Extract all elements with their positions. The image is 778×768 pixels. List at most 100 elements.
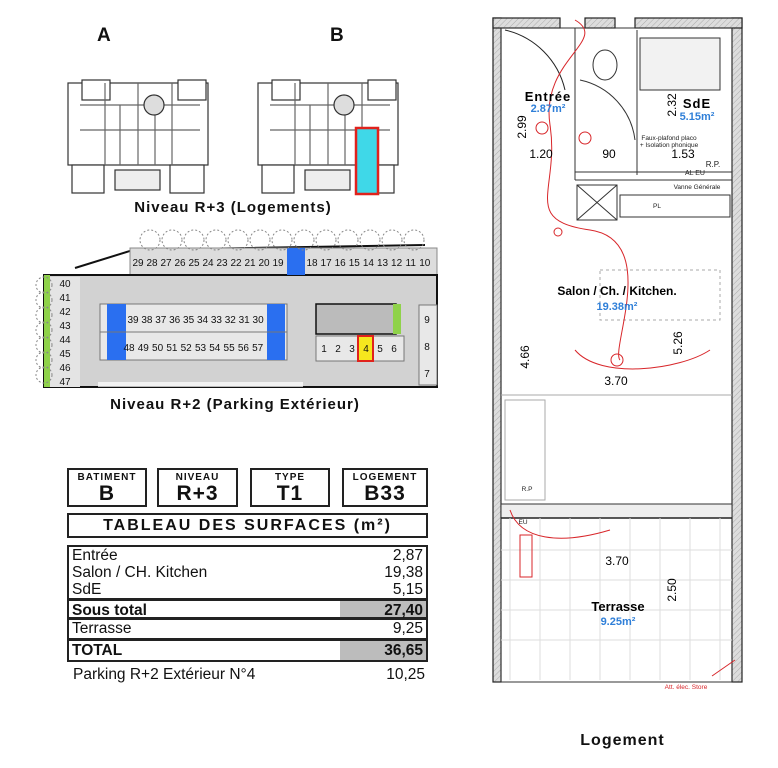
parking-spot-52[interactable]: 52 xyxy=(181,343,193,354)
parking-spot-51[interactable]: 51 xyxy=(166,343,178,354)
parking-spot-30[interactable]: 30 xyxy=(253,315,265,326)
parking-spot-41[interactable]: 41 xyxy=(59,293,71,304)
parking-spot-17[interactable]: 17 xyxy=(321,258,333,269)
note: Vanne Générale xyxy=(674,184,721,191)
parking-spot-45[interactable]: 45 xyxy=(59,349,71,360)
parking-spot-37[interactable]: 37 xyxy=(155,315,167,326)
row-name: SdE xyxy=(72,581,102,598)
tree-icon xyxy=(35,366,53,384)
parking-spot-32[interactable]: 32 xyxy=(225,315,237,326)
row-value: 10,25 xyxy=(386,666,425,683)
parking-spot-46[interactable]: 46 xyxy=(59,363,71,374)
room-entree-name: Entrée xyxy=(525,89,571,104)
parking-spot-44[interactable]: 44 xyxy=(59,335,71,346)
parking-spot-20[interactable]: 20 xyxy=(258,258,270,269)
parking-spot-56[interactable]: 56 xyxy=(238,343,250,354)
parking-spot-15[interactable]: 15 xyxy=(349,258,361,269)
parking-spot-53[interactable]: 53 xyxy=(195,343,207,354)
tree-icon xyxy=(35,321,53,339)
room-entree-area: 2.87m² xyxy=(531,103,566,115)
surfaces-title: TABLEAU DES SURFACES (m²) xyxy=(67,513,428,538)
row-value: 5,15 xyxy=(392,581,423,598)
dim-label: 90 xyxy=(602,147,616,161)
parking-spot-7[interactable]: 7 xyxy=(424,369,430,380)
batiment-label: BATIMENT xyxy=(77,472,137,483)
plan-b-label: B xyxy=(330,25,344,46)
parking-spot-26[interactable]: 26 xyxy=(174,258,186,269)
parking-spot-31[interactable]: 31 xyxy=(239,315,251,326)
highlighted-unit xyxy=(354,126,380,196)
dim-label: 2.99 xyxy=(515,115,529,139)
parking-spot-1[interactable]: 1 xyxy=(321,344,327,355)
parking-spot-48[interactable]: 48 xyxy=(123,343,135,354)
parking-spot-55[interactable]: 55 xyxy=(224,343,236,354)
parking-spot-33[interactable]: 33 xyxy=(211,315,223,326)
dim-label: 5.26 xyxy=(671,331,685,355)
building-plan-b xyxy=(257,79,399,196)
dim-label: 4.66 xyxy=(518,345,532,369)
tree-icon xyxy=(35,336,53,354)
parking-spot-4[interactable]: 4 xyxy=(363,344,369,355)
parking-spot-19[interactable]: 19 xyxy=(272,258,284,269)
parking-spot-13[interactable]: 13 xyxy=(377,258,389,269)
tree-icon xyxy=(227,229,249,251)
parking-spot-18[interactable]: 18 xyxy=(306,258,318,269)
parking-spot-22[interactable]: 22 xyxy=(230,258,242,269)
batiment-value: B xyxy=(98,482,116,505)
dim-label: 1.20 xyxy=(529,147,553,161)
note: EU xyxy=(518,519,527,526)
parking-spot-14[interactable]: 14 xyxy=(363,258,375,269)
row-value: 9,25 xyxy=(392,620,423,637)
note: R.P xyxy=(522,486,533,493)
parking-spot-47[interactable]: 47 xyxy=(59,377,71,388)
note: R.P. xyxy=(706,160,721,169)
dim-label: 2.32 xyxy=(665,93,679,117)
building-plan-a xyxy=(67,79,209,194)
parking-spot-27[interactable]: 27 xyxy=(160,258,172,269)
parking-spot-39[interactable]: 39 xyxy=(127,315,139,326)
parking-spot-24[interactable]: 24 xyxy=(202,258,214,269)
parking-spot-57[interactable]: 57 xyxy=(252,343,264,354)
parking-spot-6[interactable]: 6 xyxy=(391,344,397,355)
parking-spot-35[interactable]: 35 xyxy=(183,315,195,326)
plan-title: Logement xyxy=(580,732,665,749)
parking-spot-28[interactable]: 28 xyxy=(146,258,158,269)
selected-parking-spot[interactable] xyxy=(357,335,374,362)
parking-spot-54[interactable]: 54 xyxy=(209,343,221,354)
parking-spot-12[interactable]: 12 xyxy=(391,258,403,269)
row-name: Salon / CH. Kitchen xyxy=(72,564,208,581)
parking-spot-42[interactable]: 42 xyxy=(59,307,71,318)
parking-spot-49[interactable]: 49 xyxy=(138,343,150,354)
level-r2-caption: Niveau R+2 (Parking Extérieur) xyxy=(110,396,360,413)
dim-label: 1.53 xyxy=(671,147,695,161)
parking-spot-43[interactable]: 43 xyxy=(59,321,71,332)
surface-row: SdE 5,15 xyxy=(69,581,426,598)
parking-spot-16[interactable]: 16 xyxy=(335,258,347,269)
tree-icon xyxy=(337,229,359,251)
row-name: Sous total xyxy=(72,602,147,619)
tree-icon xyxy=(35,291,53,309)
note: PL xyxy=(653,203,661,210)
parking-spot-5[interactable]: 5 xyxy=(377,344,383,355)
parking-spot-8[interactable]: 8 xyxy=(424,342,430,353)
parking-spot-50[interactable]: 50 xyxy=(152,343,164,354)
parking-spot-2[interactable]: 2 xyxy=(335,344,341,355)
parking-spot-9[interactable]: 9 xyxy=(424,315,430,326)
parking-spot-38[interactable]: 38 xyxy=(141,315,153,326)
parking-spot-10[interactable]: 10 xyxy=(419,258,431,269)
parking-spot-36[interactable]: 36 xyxy=(169,315,181,326)
parking-spot-21[interactable]: 21 xyxy=(244,258,256,269)
parking-spot-3[interactable]: 3 xyxy=(349,344,355,355)
parking-spot-23[interactable]: 23 xyxy=(216,258,228,269)
parking-spot-29[interactable]: 29 xyxy=(132,258,144,269)
parking-spot-34[interactable]: 34 xyxy=(197,315,209,326)
parking-spot-25[interactable]: 25 xyxy=(188,258,200,269)
tree-icon xyxy=(35,276,53,294)
row-value: 2,87 xyxy=(392,547,423,564)
parking-spot-40[interactable]: 40 xyxy=(59,279,71,290)
parking-spot-11[interactable]: 11 xyxy=(406,258,417,269)
